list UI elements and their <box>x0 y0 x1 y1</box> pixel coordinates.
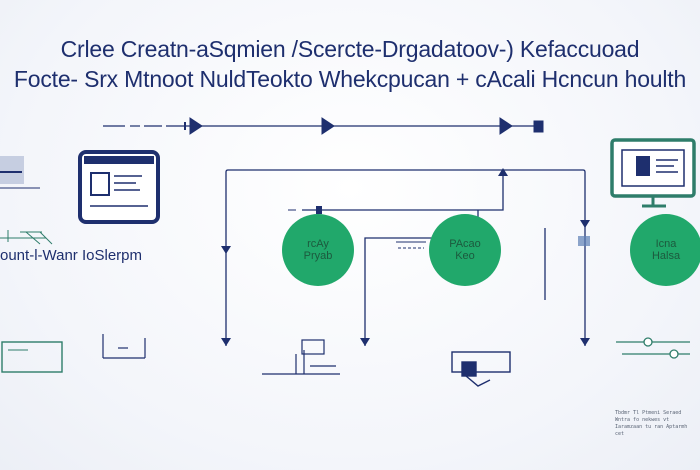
process-node-3 <box>630 214 700 286</box>
arrow-down-right-icon <box>580 220 590 228</box>
arrow-head-2-icon <box>321 117 335 135</box>
main-loop <box>225 169 586 346</box>
slider-controls-icon <box>616 337 690 359</box>
diagram-title-line-1: Crlee Creatn-aSqmien /Scercte-Drgadatoov… <box>60 36 640 62</box>
bracket-icon <box>102 334 146 359</box>
process-node-1-line-1: rcAy <box>307 238 329 250</box>
process-node-1-line-2: Pryab <box>303 250 333 262</box>
arrow-up-inner-icon <box>498 168 508 176</box>
arrow-down-mid-icon <box>360 338 370 346</box>
node-connectors <box>396 241 426 249</box>
arrow-head-3-icon <box>499 117 513 135</box>
end-square-icon <box>533 120 544 133</box>
arrow-down-left-icon <box>221 246 231 254</box>
left-glyph-lines <box>25 231 53 245</box>
small-square-icon <box>316 206 322 214</box>
left-output-box <box>1 341 63 373</box>
top-flow-line <box>103 117 544 135</box>
arrow-down-right-bottom-icon <box>580 338 590 346</box>
loop-arrow-heads <box>221 168 590 346</box>
process-node-2 <box>429 214 501 286</box>
process-node-2-line-1: PAcao <box>449 238 481 250</box>
process-node-3-line-2: Halsa <box>651 250 681 262</box>
arrow-head-1-icon <box>189 117 203 135</box>
footnote-text: Tbdmr Tl Ptmeni Seraed Wntra fo nekwes v… <box>615 410 688 437</box>
process-node-1-label: rcAy Pryab <box>282 238 354 262</box>
diagram-title-line-2: Focte- Srx Mtnoot NuldTeokto Whekcpucan … <box>13 66 687 92</box>
hand-plug-icon <box>262 339 340 375</box>
process-node-3-label: Icna Halsa <box>630 238 700 262</box>
side-label: ount-l-Wanr IoSlerpm <box>0 247 142 264</box>
monitor-icon <box>610 138 696 208</box>
process-node-2-label: PAcao Keo <box>429 238 501 262</box>
arrow-down-left-bottom-icon <box>221 338 231 346</box>
left-panel-icon <box>0 156 46 242</box>
process-node-2-line-2: Keo <box>455 250 475 262</box>
process-node-1 <box>282 214 354 286</box>
browser-window-icon <box>78 150 160 224</box>
connector-block <box>578 236 590 246</box>
process-node-3-line-1: Icna <box>655 238 677 250</box>
output-device-icon <box>451 351 511 387</box>
